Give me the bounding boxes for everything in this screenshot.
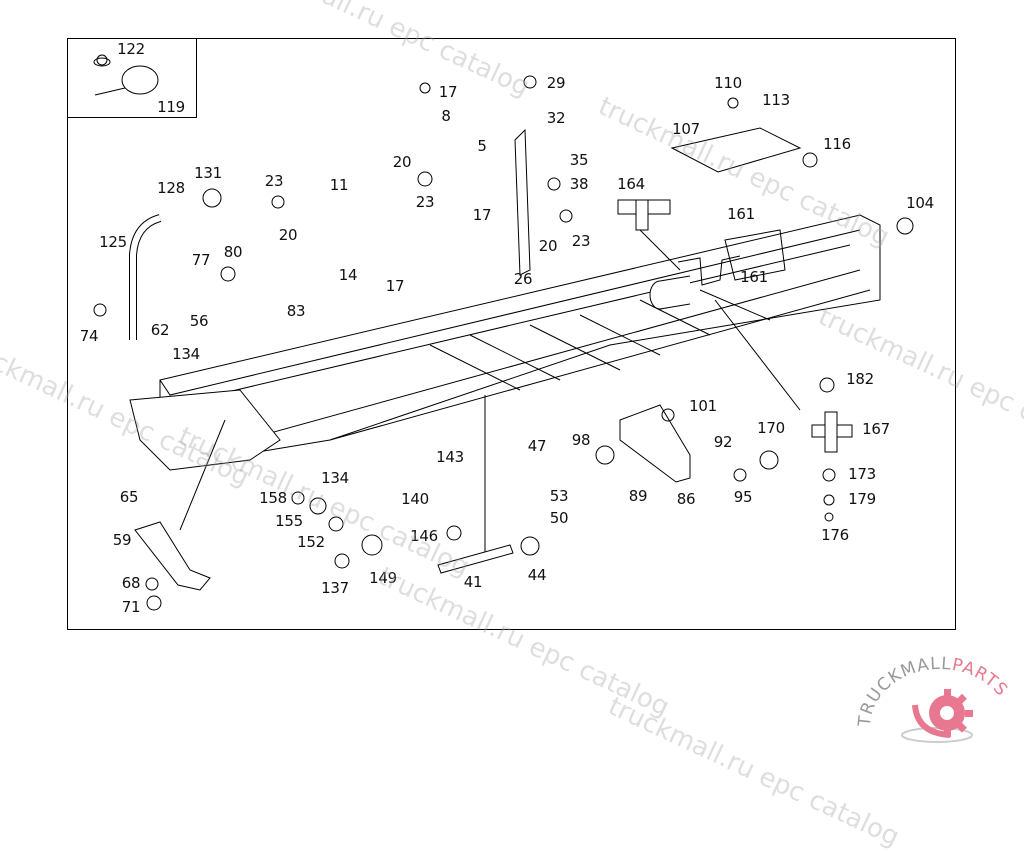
inset-box xyxy=(67,38,197,118)
callout-label: 122 xyxy=(117,40,145,58)
callout-label: 8 xyxy=(441,107,451,125)
callout-label: 113 xyxy=(762,91,790,109)
callout-label: 74 xyxy=(79,327,99,345)
callout-label: 65 xyxy=(119,488,139,506)
callout-label: 137 xyxy=(321,579,349,597)
callout-label: 71 xyxy=(121,598,141,616)
callout-label: 47 xyxy=(527,437,547,455)
callout-label: 26 xyxy=(513,270,533,288)
callout-label: 152 xyxy=(297,533,325,551)
callout-label: 143 xyxy=(436,448,464,466)
callout-label: 110 xyxy=(714,74,742,92)
callout-label: 17 xyxy=(472,206,492,224)
diagram-frame xyxy=(67,38,956,630)
callout-label: 176 xyxy=(821,526,849,544)
callout-label: 23 xyxy=(415,193,435,211)
callout-label: 116 xyxy=(823,135,851,153)
callout-label: 128 xyxy=(157,179,185,197)
callout-label: 146 xyxy=(410,527,438,545)
callout-label: 59 xyxy=(112,531,132,549)
callout-label: 161 xyxy=(727,205,755,223)
callout-label: 149 xyxy=(369,569,397,587)
callout-label: 32 xyxy=(546,109,566,127)
callout-label: 23 xyxy=(571,232,591,250)
callout-label: 29 xyxy=(546,74,566,92)
callout-label: 173 xyxy=(848,465,876,483)
callout-label: 119 xyxy=(157,98,185,116)
callout-label: 38 xyxy=(569,175,589,193)
callout-label: 182 xyxy=(846,370,874,388)
callout-label: 167 xyxy=(862,420,890,438)
callout-label: 41 xyxy=(463,573,483,591)
callout-label: 14 xyxy=(338,266,358,284)
chassis-drawing xyxy=(93,54,914,611)
truckmall-parts-logo: TRUCKMALLPARTS xyxy=(855,655,1011,743)
callout-label: 68 xyxy=(121,574,141,592)
callout-label: 131 xyxy=(194,164,222,182)
callout-label: 98 xyxy=(571,431,591,449)
hardware-icons xyxy=(93,54,914,611)
callout-label: 134 xyxy=(172,345,200,363)
callout-label: 23 xyxy=(264,172,284,190)
callout-label: 86 xyxy=(676,490,696,508)
callout-label: 83 xyxy=(286,302,306,320)
callout-label: 20 xyxy=(538,237,558,255)
callout-label: 35 xyxy=(569,151,589,169)
callout-label: 107 xyxy=(672,120,700,138)
callout-label: 158 xyxy=(259,489,287,507)
callout-label: 134 xyxy=(321,469,349,487)
callout-label: 104 xyxy=(906,194,934,212)
callout-label: 80 xyxy=(223,243,243,261)
callout-label: 101 xyxy=(689,397,717,415)
callout-label: 56 xyxy=(189,312,209,330)
callout-label: 125 xyxy=(99,233,127,251)
callout-label: 164 xyxy=(617,175,645,193)
callout-label: 53 xyxy=(549,487,569,505)
callout-label: 92 xyxy=(713,433,733,451)
callout-label: 20 xyxy=(278,226,298,244)
callout-label: 77 xyxy=(191,251,211,269)
callout-label: 44 xyxy=(527,566,547,584)
callout-label: 11 xyxy=(329,176,349,194)
callout-label: 170 xyxy=(757,419,785,437)
callout-label: 89 xyxy=(628,487,648,505)
callout-label: 155 xyxy=(275,512,303,530)
callout-label: 161 xyxy=(740,268,768,286)
callout-label: 50 xyxy=(549,509,569,527)
callout-label: 179 xyxy=(848,490,876,508)
callout-label: 140 xyxy=(401,490,429,508)
callout-label: 5 xyxy=(477,137,487,155)
callout-label: 17 xyxy=(438,83,458,101)
callout-label: 95 xyxy=(733,488,753,506)
callout-label: 20 xyxy=(392,153,412,171)
callout-label: 62 xyxy=(150,321,170,339)
callout-label: 17 xyxy=(385,277,405,295)
